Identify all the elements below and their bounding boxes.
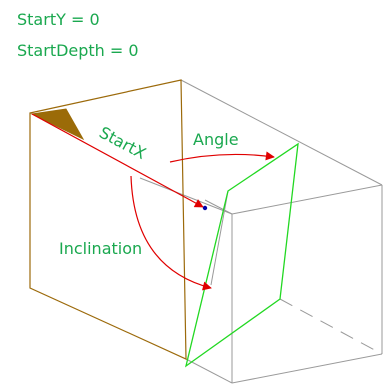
- box-front-face: [29, 79, 187, 360]
- start-x-arrow: [31, 113, 204, 208]
- angle-label: Angle: [193, 130, 239, 149]
- start-x-label: StartX: [96, 123, 149, 163]
- plane-origin-point: [202, 205, 208, 211]
- inclined-plane: [184, 142, 299, 368]
- inclination-label: Inclination: [59, 239, 142, 258]
- box-gray-edges: [139, 79, 383, 384]
- start-depth-label: StartDepth = 0: [17, 41, 139, 60]
- angle-arc-arrow: [169, 151, 275, 163]
- origin-corner-wedge: [30, 108, 85, 141]
- start-y-label: StartY = 0: [17, 10, 100, 29]
- inclination-arc-arrow: [130, 175, 212, 291]
